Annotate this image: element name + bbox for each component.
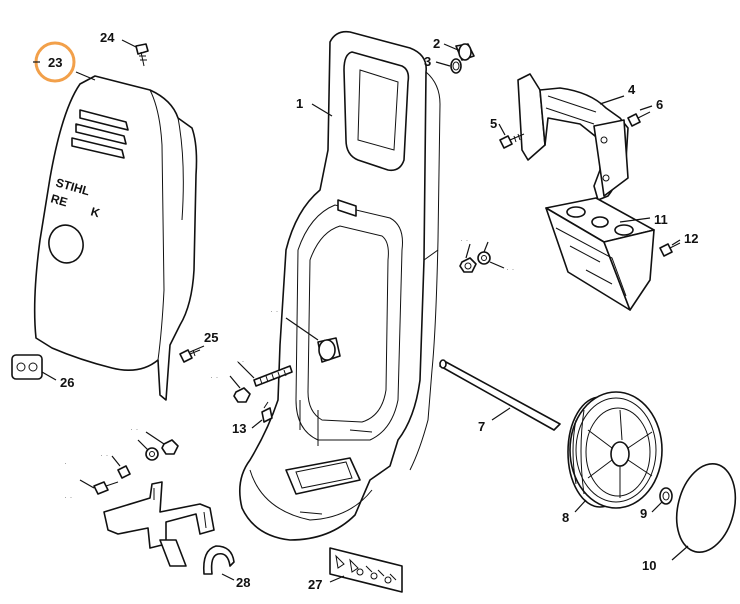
- svg-text:· ·: · ·: [64, 492, 73, 502]
- callout-12[interactable]: 12: [684, 231, 698, 246]
- svg-text:· ·: · ·: [210, 372, 219, 382]
- callout-4[interactable]: 4: [628, 82, 636, 97]
- callout-10[interactable]: 10: [642, 558, 656, 573]
- part-6-screw[interactable]: [627, 111, 651, 127]
- part-4-bracket[interactable]: [517, 73, 629, 201]
- callout-8[interactable]: 8: [562, 510, 569, 525]
- callout-27[interactable]: 27: [308, 577, 322, 592]
- callout-9[interactable]: 9: [640, 506, 647, 521]
- part-26-pad[interactable]: [11, 354, 43, 380]
- part-13-clip[interactable]: [261, 401, 273, 423]
- callout-7[interactable]: 7: [478, 419, 485, 434]
- mounting-bracket[interactable]: [103, 481, 215, 567]
- svg-text:·: ·: [64, 458, 67, 468]
- callout-28[interactable]: 28: [236, 575, 250, 590]
- part-12-screw[interactable]: [659, 242, 681, 257]
- svg-text:· ·: · ·: [130, 424, 139, 434]
- svg-text:· ·: · ·: [270, 306, 279, 316]
- callout-1[interactable]: 1: [296, 96, 303, 111]
- part-2-cap[interactable]: [455, 43, 475, 61]
- cover-model-text-2: K: [89, 204, 102, 220]
- part-27-label[interactable]: [329, 547, 403, 593]
- nut-washer-set-right[interactable]: [459, 251, 491, 273]
- callout-6[interactable]: 6: [656, 97, 663, 112]
- callout-2[interactable]: 2: [433, 36, 440, 51]
- svg-text:· ·: · ·: [506, 264, 515, 274]
- callout-11[interactable]: 11: [654, 212, 668, 227]
- part-11-holder[interactable]: [545, 197, 655, 311]
- svg-text:· ·: · ·: [236, 356, 245, 366]
- svg-text:· ·: · ·: [100, 450, 109, 460]
- callout-3[interactable]: 3: [424, 54, 431, 69]
- part-3-oring[interactable]: [450, 58, 462, 74]
- part-8-wheel[interactable]: [567, 391, 663, 509]
- callout-24[interactable]: 24: [100, 30, 115, 45]
- part-23-cover[interactable]: STIHL RE K: [33, 75, 198, 401]
- callout-26[interactable]: 26: [60, 375, 74, 390]
- part-9-washer[interactable]: [659, 487, 673, 505]
- svg-text:· ·: · ·: [460, 235, 469, 245]
- part-5-screw[interactable]: [499, 133, 525, 149]
- callout-13[interactable]: 13: [232, 421, 246, 436]
- callout-23[interactable]: 23: [48, 55, 62, 70]
- callout-25[interactable]: 25: [204, 330, 218, 345]
- callout-5[interactable]: 5: [490, 116, 497, 131]
- part-1-frame[interactable]: [239, 30, 441, 541]
- part-24-screw[interactable]: [135, 43, 149, 67]
- nut-left[interactable]: [233, 387, 251, 403]
- part-10-hubcap[interactable]: [668, 458, 740, 559]
- nut-washer-set-lower[interactable]: [93, 439, 179, 495]
- part-28-clip[interactable]: [202, 545, 235, 575]
- part-7-axle[interactable]: [439, 359, 561, 431]
- cover-model-text-1: RE: [49, 191, 69, 209]
- threaded-rod-left[interactable]: [253, 365, 293, 387]
